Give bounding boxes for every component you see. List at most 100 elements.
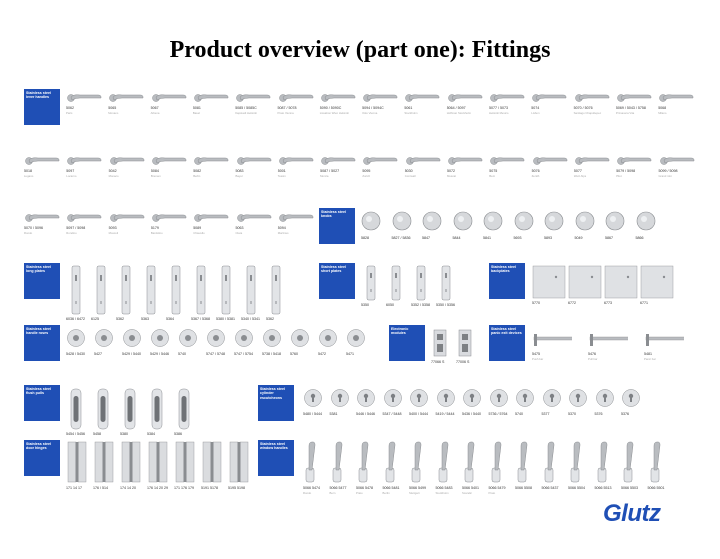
rose-product-icon <box>235 329 253 347</box>
cylrose-product-icon <box>516 389 534 407</box>
product-name: Scandic <box>462 491 472 495</box>
product-name: Helsinki Mexico <box>489 111 509 115</box>
product-code: 5076 <box>531 169 540 173</box>
lever-product-icon <box>405 94 440 102</box>
product-name: Berlin <box>193 174 201 178</box>
product-code: 5066 5481 <box>382 486 400 490</box>
window-product-icon <box>623 441 634 483</box>
product-name: Weiz Alps <box>573 174 587 178</box>
window-product-icon <box>491 441 501 483</box>
product-code: 5087 / 5078 <box>277 106 297 110</box>
product-code: 5085 / 5085C <box>235 106 257 110</box>
window-product-icon <box>411 441 422 483</box>
product-code: 5367 / 5368 <box>191 317 210 321</box>
rose-product-icon <box>347 329 365 347</box>
shortplate-product-icon <box>416 265 426 301</box>
lever-product-icon <box>194 157 229 165</box>
product-code: 5381 <box>329 412 338 416</box>
lever-product-icon <box>194 214 229 222</box>
product-code: 5066 5501 <box>647 486 665 490</box>
product-name: Stuttgart <box>409 491 420 495</box>
backplate-product-icon <box>640 265 674 299</box>
lever-product-icon <box>659 94 694 102</box>
rose-product-icon <box>67 329 85 347</box>
cylrose-product-icon <box>330 389 349 407</box>
product-name: Panic bar <box>644 357 656 361</box>
lever-product-icon <box>67 157 102 165</box>
product-code: 5066 5437 <box>541 486 559 490</box>
lever-product-icon <box>25 157 60 165</box>
section-label-lever-handles: Stainless steel lever handles <box>24 89 60 125</box>
product-code: 5841 <box>483 236 491 240</box>
lever-product-icon <box>152 214 187 222</box>
product-code: 77066 S <box>431 360 445 364</box>
product-code: 5066 5401 <box>462 486 479 490</box>
product-code: 5065 <box>108 106 117 110</box>
window-product-icon <box>385 441 395 483</box>
product-code: 5094 / 5094C <box>362 106 384 110</box>
product-code: 5867 <box>605 236 613 240</box>
product-code: 5471 <box>346 352 354 356</box>
lever-product-icon <box>152 157 187 165</box>
flush-product-icon <box>70 388 82 430</box>
lever-product-icon <box>109 94 144 102</box>
product-code: 5362 <box>266 317 274 321</box>
product-name: Santiago Chapultepec <box>573 111 602 115</box>
cylrose-product-icon <box>569 389 587 407</box>
lever-product-icon <box>617 94 652 102</box>
window-product-icon <box>517 441 528 483</box>
backplate-product-icon <box>604 265 638 299</box>
rose-product-icon <box>263 329 281 347</box>
product-code: 5458 <box>93 432 101 436</box>
panic-product-icon <box>589 334 628 346</box>
product-code: 5049 <box>574 236 583 240</box>
lever-product-icon <box>532 157 567 165</box>
product-code: 5350 <box>361 303 369 307</box>
cylrose-product-icon <box>622 389 640 407</box>
product-code: 6125 <box>91 317 99 321</box>
product-code: 5097 <box>66 169 75 173</box>
section-label-knobs: Stainless steel knobs <box>319 208 355 244</box>
product-code: 5400 / 5444 <box>409 412 428 416</box>
product-name: Cornwall <box>404 174 416 178</box>
product-code: 5363 <box>141 317 149 321</box>
lever-product-icon <box>278 94 313 102</box>
backplate-product-icon <box>532 265 566 299</box>
glutz-logo: Glutz <box>603 500 661 527</box>
lever-product-icon <box>67 94 102 102</box>
product-name: Monza <box>320 174 329 178</box>
section-label-cylinder-escutcheons: Stainless steel cylinder escutcheons <box>258 385 294 421</box>
product-name: Zenith <box>531 174 540 178</box>
hinge-product-icon <box>67 441 87 483</box>
cylrose-product-icon <box>489 389 508 407</box>
product-code: 176 / 514 <box>93 486 108 490</box>
module-product-icon <box>458 329 472 357</box>
shortplate-product-icon <box>391 265 401 301</box>
backplate-product-icon <box>568 265 602 299</box>
knob-product-icon <box>636 211 655 231</box>
rose-product-icon <box>319 329 337 347</box>
product-code: 5429 / 5440 <box>122 352 141 356</box>
product-code: 5179 <box>150 226 159 230</box>
product-code: 5384 <box>147 432 155 436</box>
product-code: 5097 / 5098 <box>66 226 86 230</box>
product-code: 171 14 17 <box>66 486 82 490</box>
lever-product-icon <box>447 94 482 102</box>
product-name: Muscat <box>447 174 457 178</box>
knob-product-icon <box>514 211 533 231</box>
product-code: 5475 <box>532 352 540 356</box>
lever-product-icon <box>25 214 60 222</box>
product-name: Bremen <box>150 174 161 178</box>
product-code: 5068 <box>658 106 667 110</box>
product-name: Bayer <box>235 174 243 178</box>
product-code: 5077 <box>573 169 582 173</box>
cylrose-product-icon <box>463 389 481 407</box>
lever-product-icon <box>236 94 271 102</box>
product-name: Rondo <box>303 491 312 495</box>
longplate-product-icon <box>96 265 106 315</box>
product-name: Prato <box>356 491 363 495</box>
product-code: 5066 5474 <box>303 486 320 490</box>
hinge-product-icon <box>94 441 114 483</box>
product-code: 5070 / 5076 <box>573 106 593 110</box>
